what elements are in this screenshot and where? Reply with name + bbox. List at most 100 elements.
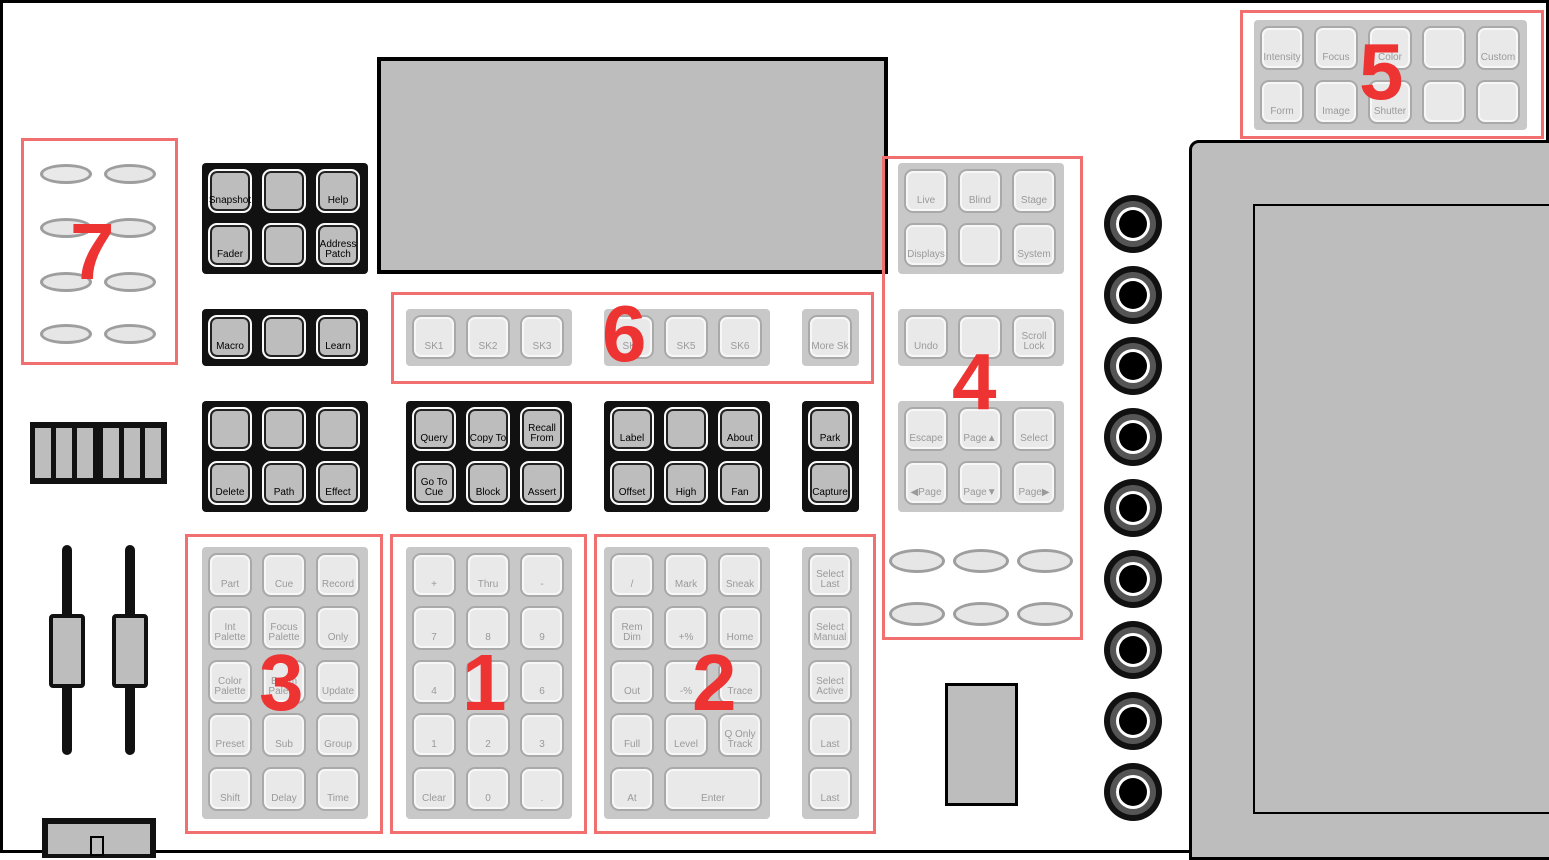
thru-key[interactable]: Thru — [466, 553, 510, 597]
digit-4-key[interactable]: 4 — [412, 660, 456, 704]
help-key[interactable]: Help — [316, 169, 360, 213]
oval-button[interactable] — [104, 164, 156, 184]
digit-6-key[interactable]: 6 — [520, 660, 564, 704]
blank-key[interactable] — [958, 223, 1002, 267]
encoder-knob[interactable] — [1104, 692, 1162, 750]
path-key[interactable]: Path — [262, 461, 306, 505]
blank-key[interactable] — [262, 169, 306, 213]
undo-key[interactable]: Undo — [904, 315, 948, 359]
preset-key[interactable]: Preset — [208, 713, 252, 757]
trace-key[interactable]: Trace — [718, 660, 762, 704]
at-key[interactable]: At — [610, 767, 654, 811]
sub-key[interactable]: Sub — [262, 713, 306, 757]
plus-percent-key[interactable]: +% — [664, 606, 708, 650]
digit-8-key[interactable]: 8 — [466, 606, 510, 650]
page-up-key[interactable]: Page▲ — [958, 407, 1002, 451]
q-only-track-key[interactable]: Q Only Track — [718, 713, 762, 757]
rem-dim-key[interactable]: Rem Dim — [610, 606, 654, 650]
blank-key[interactable] — [1422, 80, 1466, 124]
slash-key[interactable]: / — [610, 553, 654, 597]
encoder-knob[interactable] — [1104, 763, 1162, 821]
select-last-key[interactable]: Select Last — [808, 553, 852, 597]
copy-to-key[interactable]: Copy To — [466, 407, 510, 451]
effect-key[interactable]: Effect — [316, 461, 360, 505]
query-key[interactable]: Query — [412, 407, 456, 451]
select-manual-key[interactable]: Select Manual — [808, 606, 852, 650]
oval-button[interactable] — [953, 549, 1009, 573]
sneak-key[interactable]: Sneak — [718, 553, 762, 597]
about-key[interactable]: About — [718, 407, 762, 451]
part-key[interactable]: Part — [208, 553, 252, 597]
oval-button[interactable] — [40, 272, 92, 292]
fan-key[interactable]: Fan — [718, 461, 762, 505]
select-active-key[interactable]: Select Active — [808, 660, 852, 704]
encoder-knob[interactable] — [1104, 408, 1162, 466]
single-fader[interactable] — [945, 683, 1018, 806]
park-key[interactable]: Park — [808, 407, 852, 451]
clear-key[interactable]: Clear — [412, 767, 456, 811]
focus-key[interactable]: Focus — [1314, 26, 1358, 70]
blank-key[interactable] — [1422, 26, 1466, 70]
escape-key[interactable]: Escape — [904, 407, 948, 451]
focus-palette-key[interactable]: Focus Palette — [262, 606, 306, 650]
blank-key[interactable] — [262, 407, 306, 451]
digit-7-key[interactable]: 7 — [412, 606, 456, 650]
offset-key[interactable]: Offset — [610, 461, 654, 505]
enter-key[interactable]: Enter — [664, 767, 762, 811]
oval-button[interactable] — [889, 549, 945, 573]
oval-button[interactable] — [953, 602, 1009, 626]
record-key[interactable]: Record — [316, 553, 360, 597]
digit-5-key[interactable]: 5 — [466, 660, 510, 704]
live-key[interactable]: Live — [904, 169, 948, 213]
displays-key[interactable]: Displays — [904, 223, 948, 267]
scroll-lock-key[interactable]: Scroll Lock — [1012, 315, 1056, 359]
softkey-1[interactable]: SK1 — [412, 315, 456, 359]
go-to-cue-key[interactable]: Go To Cue — [412, 461, 456, 505]
last-key[interactable]: Last — [808, 767, 852, 811]
grand-master-handle[interactable] — [48, 824, 150, 854]
softkey-6[interactable]: SK6 — [718, 315, 762, 359]
fader-handle[interactable] — [49, 614, 85, 688]
beam-palette-key[interactable]: Beam Palette — [262, 660, 306, 704]
blank-key[interactable] — [208, 407, 252, 451]
oval-button[interactable] — [40, 218, 92, 238]
oval-button[interactable] — [889, 602, 945, 626]
system-key[interactable]: System — [1012, 223, 1056, 267]
oval-button[interactable] — [1017, 549, 1073, 573]
out-key[interactable]: Out — [610, 660, 654, 704]
blank-key[interactable] — [262, 223, 306, 267]
delete-key[interactable]: Delete — [208, 461, 252, 505]
blank-key[interactable] — [958, 315, 1002, 359]
encoder-knob[interactable] — [1104, 266, 1162, 324]
digit-0-key[interactable]: 0 — [466, 767, 510, 811]
stage-key[interactable]: Stage — [1012, 169, 1056, 213]
block-key[interactable]: Block — [466, 461, 510, 505]
oval-button[interactable] — [40, 324, 92, 344]
blank-key[interactable] — [262, 315, 306, 359]
digit-2-key[interactable]: 2 — [466, 713, 510, 757]
more-softkeys-key[interactable]: More Sk — [808, 315, 852, 359]
oval-button[interactable] — [104, 324, 156, 344]
softkey-2[interactable]: SK2 — [466, 315, 510, 359]
form-key[interactable]: Form — [1260, 80, 1304, 124]
time-key[interactable]: Time — [316, 767, 360, 811]
oval-button[interactable] — [104, 218, 156, 238]
digit-1-key[interactable]: 1 — [412, 713, 456, 757]
select-key[interactable]: Select — [1012, 407, 1056, 451]
oval-button[interactable] — [1017, 602, 1073, 626]
blank-key[interactable] — [1476, 80, 1520, 124]
touchscreen-display[interactable] — [1253, 204, 1549, 814]
label-key[interactable]: Label — [610, 407, 654, 451]
intensity-key[interactable]: Intensity — [1260, 26, 1304, 70]
update-key[interactable]: Update — [316, 660, 360, 704]
page-left-key[interactable]: ◀Page — [904, 461, 948, 505]
capture-key[interactable]: Capture — [808, 461, 852, 505]
recall-from-key[interactable]: Recall From — [520, 407, 564, 451]
level-key[interactable]: Level — [664, 713, 708, 757]
oval-button[interactable] — [104, 272, 156, 292]
address-patch-key[interactable]: Address Patch — [316, 223, 360, 267]
page-right-key[interactable]: Page▶ — [1012, 461, 1056, 505]
softkey-4[interactable]: SK4 — [610, 315, 654, 359]
digit-9-key[interactable]: 9 — [520, 606, 564, 650]
home-key[interactable]: Home — [718, 606, 762, 650]
